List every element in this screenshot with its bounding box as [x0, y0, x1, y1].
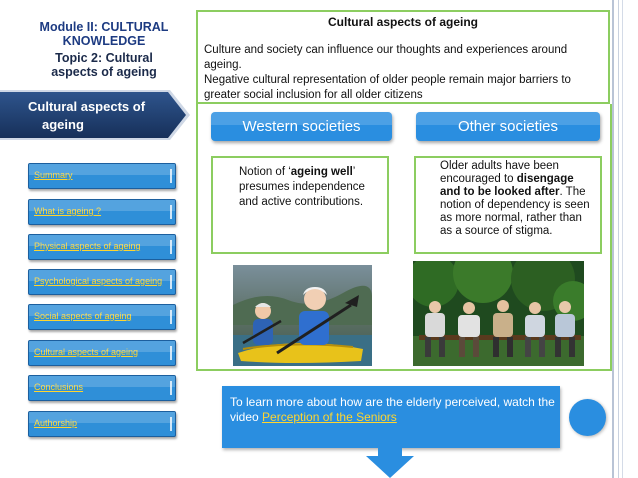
other-text-bold: disengage and to be looked after — [440, 173, 574, 198]
topic-title-line1: Topic 2: Cultural — [55, 51, 153, 65]
nav-link[interactable]: Cultural aspects of ageing — [34, 347, 139, 357]
topic-title-line2: aspects of ageing — [51, 65, 157, 79]
nav-link[interactable]: Authorship — [34, 418, 78, 428]
intro-frame — [196, 10, 610, 104]
nav-link[interactable]: Social aspects of ageing — [34, 311, 132, 321]
nav-link[interactable]: Physical aspects of ageing — [34, 241, 141, 251]
module-title-line2: KNOWLEDGE — [62, 34, 146, 48]
video-prompt-box — [222, 386, 560, 448]
other-text-part2: . The notion of dependency is seen as mo… — [440, 186, 590, 237]
video-prompt-label: To learn more about how are the elderly … — [230, 395, 555, 424]
current-section-banner — [0, 90, 192, 140]
banner-label-line1: Cultural aspects of — [28, 99, 146, 114]
video-prompt-text: To learn more about how are the elderly … — [230, 395, 556, 425]
banner-label: Cultural aspects of ageing — [28, 98, 178, 134]
other-text-part1: Older adults have been encouraged to — [440, 160, 559, 185]
slide-title: Cultural aspects of ageing — [327, 15, 479, 29]
nav-item-conclusions[interactable]: Conclusions — [28, 375, 176, 401]
nav-item-psychological-aspects[interactable]: Psychological aspects of ageing — [28, 269, 176, 295]
intro-paragraph-1: Culture and society can influence our th… — [204, 44, 568, 71]
nav-item-authorship[interactable]: Authorship — [28, 411, 176, 437]
module-title-line1: Module II: CULTURAL — [39, 20, 169, 34]
western-info-box — [211, 156, 389, 254]
nav-item-cultural-aspects[interactable]: Cultural aspects of ageing — [28, 340, 176, 366]
circle-button[interactable] — [569, 399, 606, 436]
topic-title: Topic 2: Cultural aspects of ageing — [18, 51, 190, 79]
western-text-part2: ’ presumes independence and active contr… — [239, 166, 365, 208]
other-societies-button[interactable]: Other societies — [416, 112, 600, 141]
banner-label-line2: ageing — [42, 117, 84, 132]
kayaking-seniors-photo — [233, 265, 372, 366]
other-societies-label: Other societies — [457, 118, 559, 135]
western-societies-label: Western societies — [242, 118, 361, 135]
nav-link[interactable]: Psychological aspects of ageing — [34, 276, 163, 286]
intro-paragraph-2: Negative cultural representation of olde… — [204, 74, 571, 101]
seniors-on-bench-photo — [413, 261, 584, 366]
down-arrow-icon — [366, 448, 414, 478]
western-info-text: Notion of ‘ageing well’ presumes indepen… — [239, 165, 379, 210]
other-info-box — [414, 156, 602, 254]
edge-decoration — [608, 0, 638, 478]
module-title: Module II: CULTURAL KNOWLEDGE — [18, 20, 190, 48]
video-link[interactable]: Perception of the Seniors — [262, 410, 397, 424]
nav-item-what-is-ageing[interactable]: What is ageing ? — [28, 199, 176, 225]
nav-link[interactable]: Conclusions — [34, 382, 84, 392]
nav-item-physical-aspects[interactable]: Physical aspects of ageing — [28, 234, 176, 260]
western-text-part1: Notion of ‘ — [239, 166, 291, 178]
western-text-bold: ageing well — [290, 166, 353, 178]
nav-item-summary[interactable]: Summary — [28, 163, 176, 189]
other-info-text: Older adults have been encouraged to dis… — [440, 160, 590, 238]
nav-link[interactable]: What is ageing ? — [34, 206, 102, 216]
nav-link[interactable]: Summary — [34, 170, 73, 180]
nav-item-social-aspects[interactable]: Social aspects of ageing — [28, 304, 176, 330]
western-societies-button[interactable]: Western societies — [211, 112, 392, 141]
